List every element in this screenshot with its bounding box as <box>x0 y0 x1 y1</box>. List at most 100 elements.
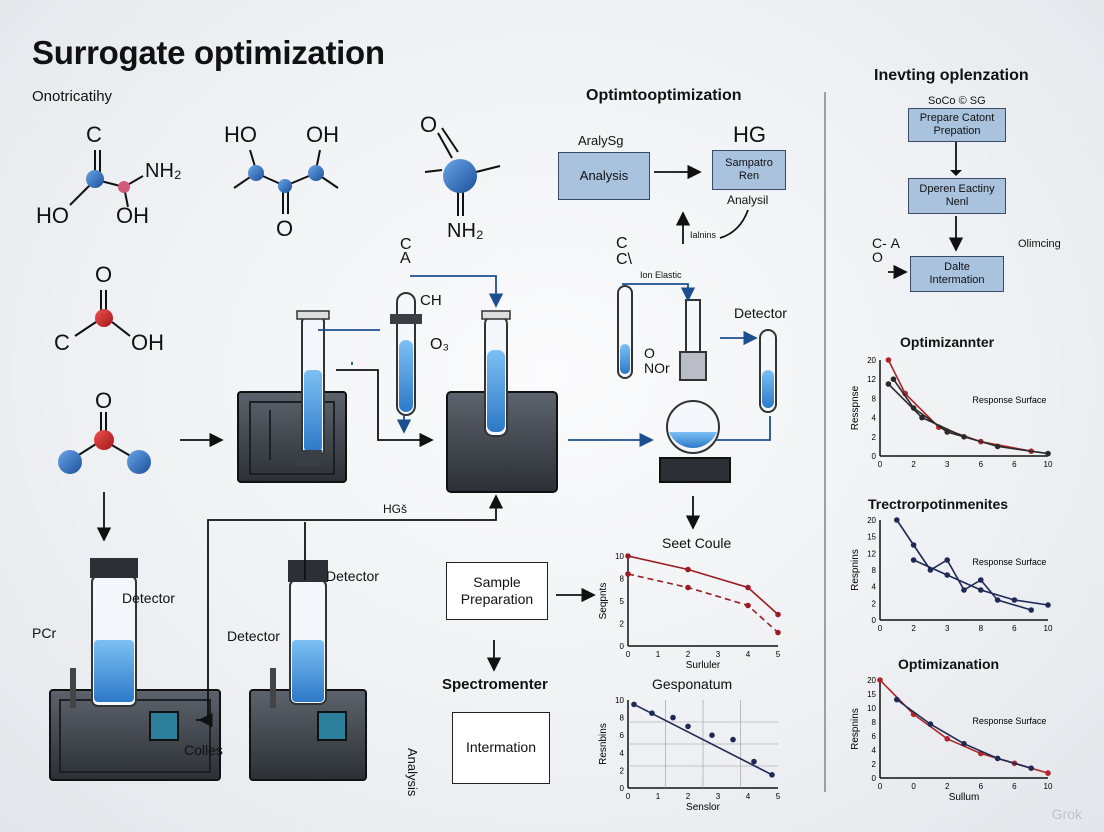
x-tick-label: 2 <box>911 624 916 633</box>
y-axis-label: Respnins <box>850 708 861 750</box>
watermark-logo: Grok <box>1051 806 1082 822</box>
y-tick-label: 8 <box>872 566 877 575</box>
y-tick-label: 2 <box>620 766 625 775</box>
page-title: Surrogate optimization <box>32 34 385 71</box>
data-point <box>910 542 917 548</box>
atom <box>58 450 82 474</box>
chart1-title: Optimizannter <box>900 334 995 350</box>
x-tick-label: 2 <box>686 792 691 801</box>
x-tick-label: 2 <box>686 650 691 659</box>
data-point <box>775 629 781 636</box>
y-axis-label: Seqpnts <box>598 583 609 620</box>
y-tick-label: 15 <box>867 690 876 699</box>
data-point <box>730 736 736 743</box>
data-point <box>769 772 775 778</box>
trend-line <box>633 703 773 776</box>
apparatus-label: O NOr <box>644 345 670 376</box>
data-point <box>625 571 631 577</box>
flow-label: AralySg <box>578 133 624 148</box>
y-tick-label: 8 <box>620 714 625 723</box>
data-point <box>775 611 781 618</box>
instrument-1 <box>237 310 347 483</box>
apparatus-label: Detector <box>122 590 175 606</box>
y-tick-label: 12 <box>867 375 876 384</box>
right-label: C- A O <box>872 235 900 265</box>
apparatus-label: Ion Elastic <box>640 270 682 280</box>
left-heading: Onotricatihy <box>32 88 113 105</box>
y-tick-label: 15 <box>867 533 876 542</box>
series-line <box>879 679 1049 774</box>
y-axis-label: Respnins <box>850 549 861 591</box>
atom <box>308 165 324 181</box>
x-tick-label: 1 <box>656 792 661 801</box>
sample-preparation-box: Sample Preparation <box>446 562 548 620</box>
data-point <box>919 414 925 421</box>
mol-label: OH <box>306 122 339 147</box>
data-point <box>994 597 1001 603</box>
series-line <box>896 519 1032 611</box>
atom <box>127 450 151 474</box>
apparatus-label: HGš <box>383 502 407 516</box>
blue-arrows <box>318 275 771 448</box>
data-point <box>745 584 751 591</box>
data-point <box>961 587 967 593</box>
mol-label: NH₂ <box>145 160 182 182</box>
data-point <box>1045 602 1051 608</box>
x-axis-label: Sullum <box>949 792 980 803</box>
apparatus-label: Detector <box>227 628 280 644</box>
y-tick-label: 20 <box>867 516 876 525</box>
y-tick-label: 0 <box>872 774 877 783</box>
series-line <box>896 698 1032 769</box>
data-point <box>1028 765 1034 771</box>
y-tick-label: 0 <box>620 642 625 651</box>
x-tick-label: 6 <box>1012 782 1017 791</box>
data-point <box>944 572 950 578</box>
right-heading: Inevting oplenzation <box>874 67 1029 84</box>
data-point <box>877 677 883 683</box>
y-tick-label: 12 <box>867 549 876 558</box>
chart2-title: Trectrorpotinmenites <box>868 496 1009 512</box>
data-point <box>1045 770 1051 776</box>
mol-label: HO <box>224 122 257 147</box>
x-tick-label: 6 <box>979 460 984 469</box>
data-point <box>709 732 715 738</box>
chart3-title: Optimizanation <box>898 656 1000 672</box>
mol-label: HO <box>36 203 69 228</box>
mol-label: OH <box>131 330 164 355</box>
atom <box>86 170 104 188</box>
data-point <box>927 721 934 727</box>
data-point <box>978 577 984 583</box>
data-point <box>994 755 1001 762</box>
data-point <box>745 602 751 609</box>
series-line <box>627 555 779 616</box>
x-tick-label: 0 <box>878 624 883 633</box>
data-point <box>961 740 967 747</box>
x-tick-label: 10 <box>1044 624 1053 633</box>
intermation-box: Intermation <box>452 712 550 784</box>
annotation-label: Response Surface <box>972 716 1046 726</box>
y-tick-label: 4 <box>620 749 625 758</box>
y-tick-label: 0 <box>872 616 877 625</box>
x-tick-label: 0 <box>878 460 883 469</box>
y-tick-label: 5 <box>620 597 625 606</box>
y-tick-label: 10 <box>615 552 624 561</box>
prepare-box-label: Prepare Catont Prepation <box>919 111 995 137</box>
x-tick-label: 6 <box>1012 624 1017 633</box>
y-axis-label: Resspnse <box>850 385 861 430</box>
x-tick-label: 8 <box>979 624 984 633</box>
y-tick-label: 4 <box>872 583 877 592</box>
data-point <box>1011 597 1018 603</box>
flow-label: Ialnins <box>690 230 717 240</box>
data-point <box>944 736 950 742</box>
x-tick-label: 1 <box>656 650 661 659</box>
x-tick-label: 10 <box>1044 460 1053 469</box>
x-tick-label: 0 <box>626 650 631 659</box>
x-tick-label: 0 <box>626 792 631 801</box>
y-tick-label: 2 <box>620 620 625 629</box>
intermation-label: Intermation <box>465 739 537 756</box>
instrument-3 <box>49 558 221 781</box>
flow-label: HG <box>733 122 766 147</box>
x-tick-label: 3 <box>945 624 950 633</box>
data-point <box>978 587 984 593</box>
